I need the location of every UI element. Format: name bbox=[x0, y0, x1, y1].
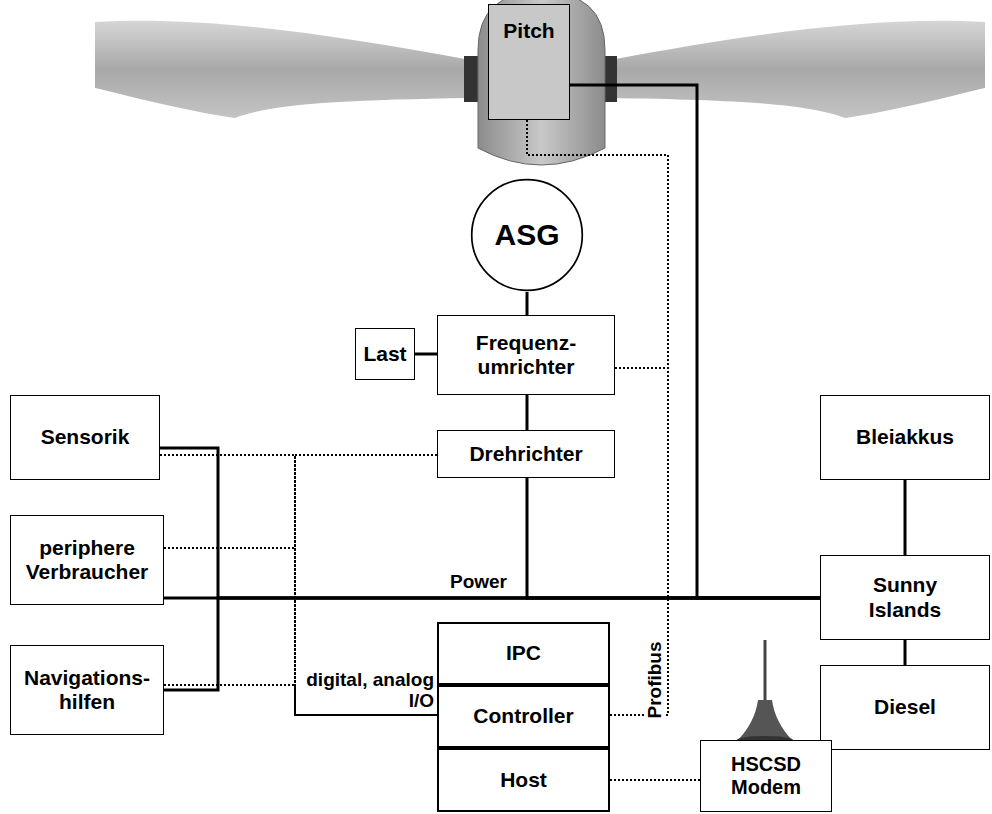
rotor-hub bbox=[478, 0, 605, 165]
antenna-base bbox=[738, 700, 792, 740]
generator-circle: ASG bbox=[470, 178, 584, 292]
navigation-box: Navigations- hilfen bbox=[10, 645, 164, 735]
pitch-box: Pitch bbox=[488, 4, 570, 120]
signal-line bbox=[610, 779, 700, 781]
bus-label: Power bbox=[448, 572, 509, 593]
converter-box: Frequenz- umrichter bbox=[437, 315, 615, 395]
inverter-box: Drehrichter bbox=[437, 430, 615, 478]
rotor-blade bbox=[95, 21, 470, 118]
load-box: Last bbox=[355, 328, 415, 380]
node-text: Pitch bbox=[503, 19, 554, 43]
power-line bbox=[164, 598, 820, 690]
power-line bbox=[904, 480, 907, 555]
signal-label: digital, analog I/O bbox=[302, 670, 436, 712]
battery-box: Bleiakkus bbox=[820, 395, 990, 480]
diesel-box: Diesel bbox=[820, 665, 990, 750]
power-line bbox=[526, 292, 529, 315]
host-box: Host bbox=[437, 748, 610, 812]
blade-cuff bbox=[464, 56, 478, 102]
bus-label: Profibus bbox=[645, 639, 666, 720]
signal-line bbox=[164, 548, 437, 715]
power-line bbox=[526, 395, 529, 430]
node-text: periphere Verbraucher bbox=[17, 536, 157, 584]
ipc-box: IPC bbox=[437, 622, 610, 685]
power-line bbox=[527, 478, 820, 598]
node-text: Last bbox=[363, 342, 406, 366]
node-text: Bleiakkus bbox=[856, 425, 954, 449]
inverter-box: Sunny Islands bbox=[820, 555, 990, 640]
antenna-rod bbox=[764, 640, 767, 700]
controller-box: Controller bbox=[437, 685, 610, 748]
signal-line bbox=[295, 455, 437, 715]
power-line bbox=[904, 640, 907, 665]
node-text: Diesel bbox=[874, 695, 936, 719]
node-text: Drehrichter bbox=[469, 442, 582, 466]
node-text: IPC bbox=[506, 641, 541, 665]
power-line bbox=[415, 353, 437, 356]
node-text: ASG bbox=[494, 218, 559, 253]
node-text: Sensorik bbox=[41, 425, 130, 449]
node-text: Controller bbox=[473, 704, 573, 728]
rotor-blade bbox=[610, 21, 985, 118]
modem-box: HSCSD Modem bbox=[700, 740, 832, 812]
node-text: Frequenz- umrichter bbox=[451, 331, 601, 379]
consumer-box: periphere Verbraucher bbox=[10, 515, 164, 605]
node-text: Host bbox=[500, 768, 547, 792]
node-text: Navigations- hilfen bbox=[17, 666, 157, 714]
node-text: Sunny Islands bbox=[855, 573, 955, 621]
sensor-box: Sensorik bbox=[10, 395, 160, 480]
node-text: HSCSD Modem bbox=[721, 753, 811, 799]
signal-line bbox=[160, 455, 437, 715]
